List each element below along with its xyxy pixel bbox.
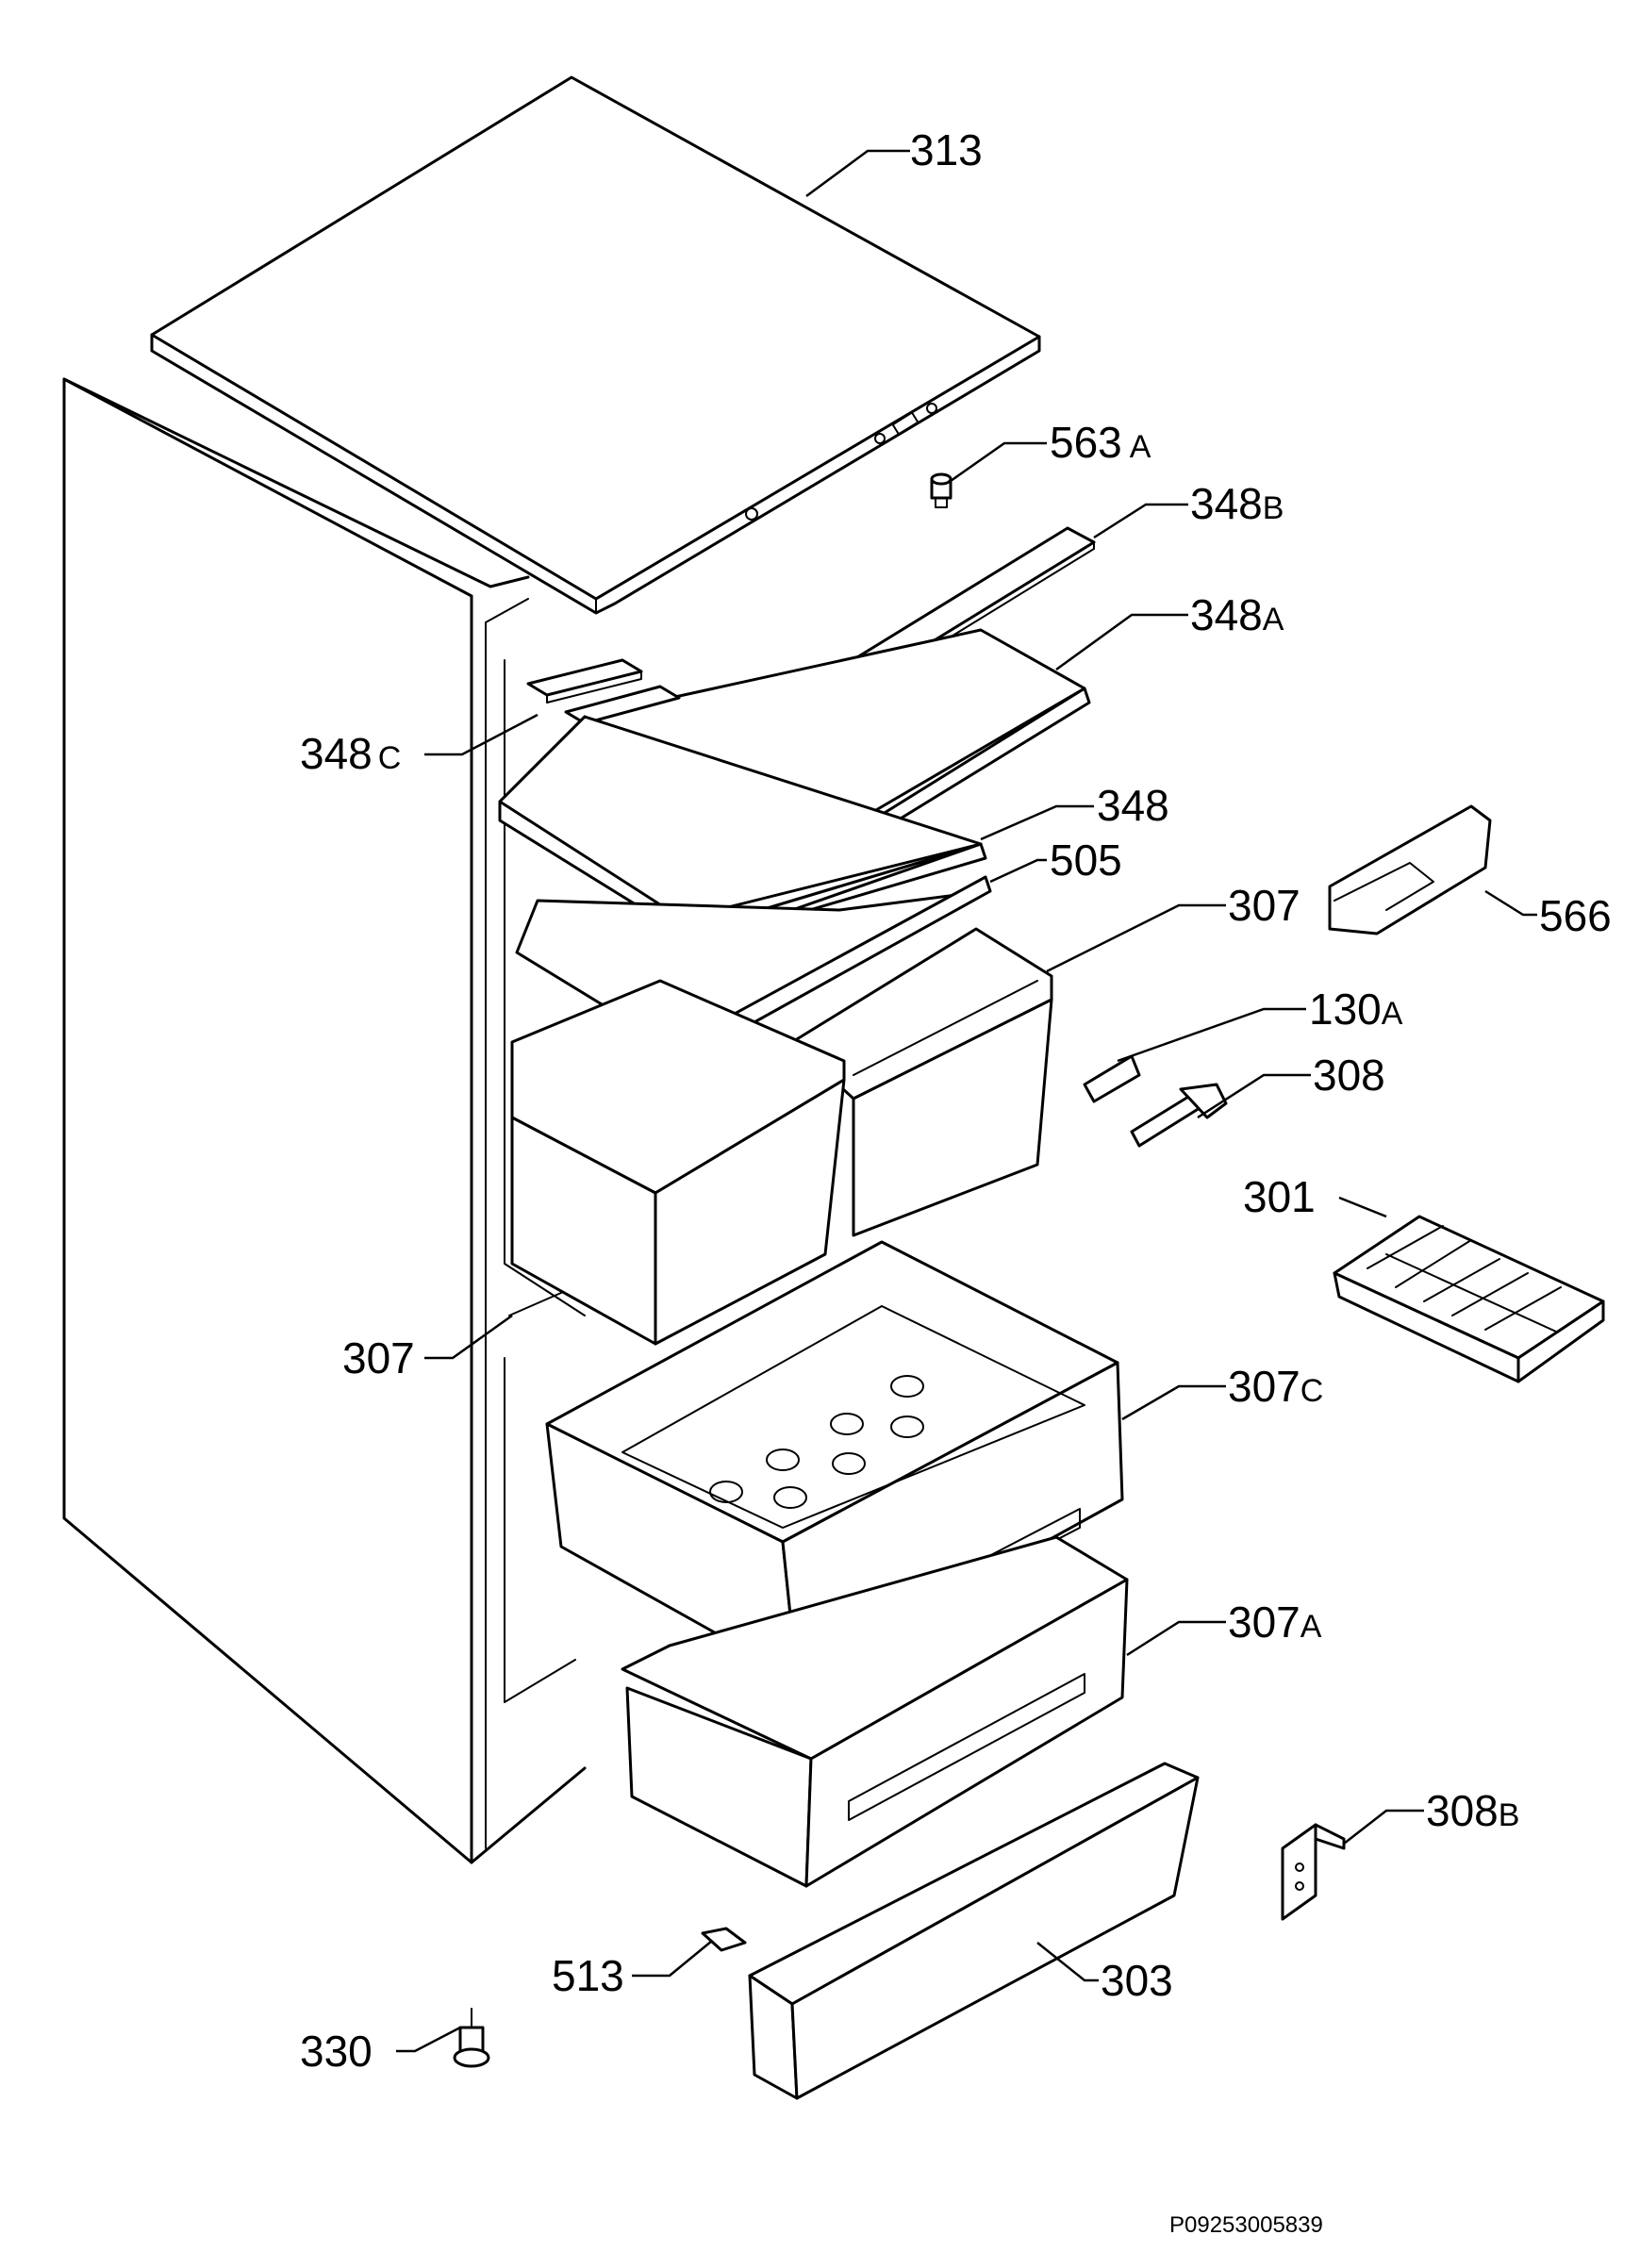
callout-348a: 348A [1190, 590, 1284, 639]
small-block-130a [1083, 1054, 1141, 1103]
hinge-308b [1281, 1823, 1346, 1921]
hinge-bracket-566 [1328, 804, 1492, 935]
callout-130a: 130A [1309, 985, 1403, 1034]
hinge-308 [1130, 1083, 1228, 1148]
callout-307-left: 307 [342, 1333, 415, 1382]
clip-513 [701, 1927, 747, 1952]
freezer-drawer-307c [545, 1240, 1124, 1680]
callout-307-right: 307 [1228, 881, 1300, 930]
callout-566: 566 [1539, 891, 1612, 940]
crisper-drawer-right [790, 927, 1053, 1237]
callout-313: 313 [910, 125, 983, 174]
freezer-drawer-307a [621, 1535, 1129, 1888]
callout-505: 505 [1050, 836, 1122, 885]
callout-308b: 308B [1426, 1786, 1519, 1835]
top-cover [150, 75, 1041, 615]
callout-348: 348 [1097, 781, 1169, 830]
callout-513: 513 [552, 1951, 624, 2000]
door-bar-303 [748, 1762, 1200, 2100]
ice-tray-301 [1333, 1215, 1605, 1383]
foot-330 [453, 2008, 490, 2068]
callout-330: 330 [300, 2027, 373, 2076]
push-button-part [930, 472, 953, 508]
callout-303: 303 [1101, 1956, 1173, 2005]
leader-lines [396, 149, 1537, 2053]
callout-307a: 307A [1228, 1598, 1322, 1647]
callout-308: 308 [1313, 1051, 1385, 1100]
callout-301: 301 [1243, 1172, 1316, 1221]
callout-307c: 307C [1228, 1362, 1323, 1411]
cabinet-body [62, 377, 587, 1864]
callout-348b: 348B [1190, 479, 1284, 528]
document-id: P09253005839 [1169, 2212, 1323, 2238]
shelf-edge-piece [526, 658, 681, 725]
crisper-drawer-left [510, 979, 846, 1346]
